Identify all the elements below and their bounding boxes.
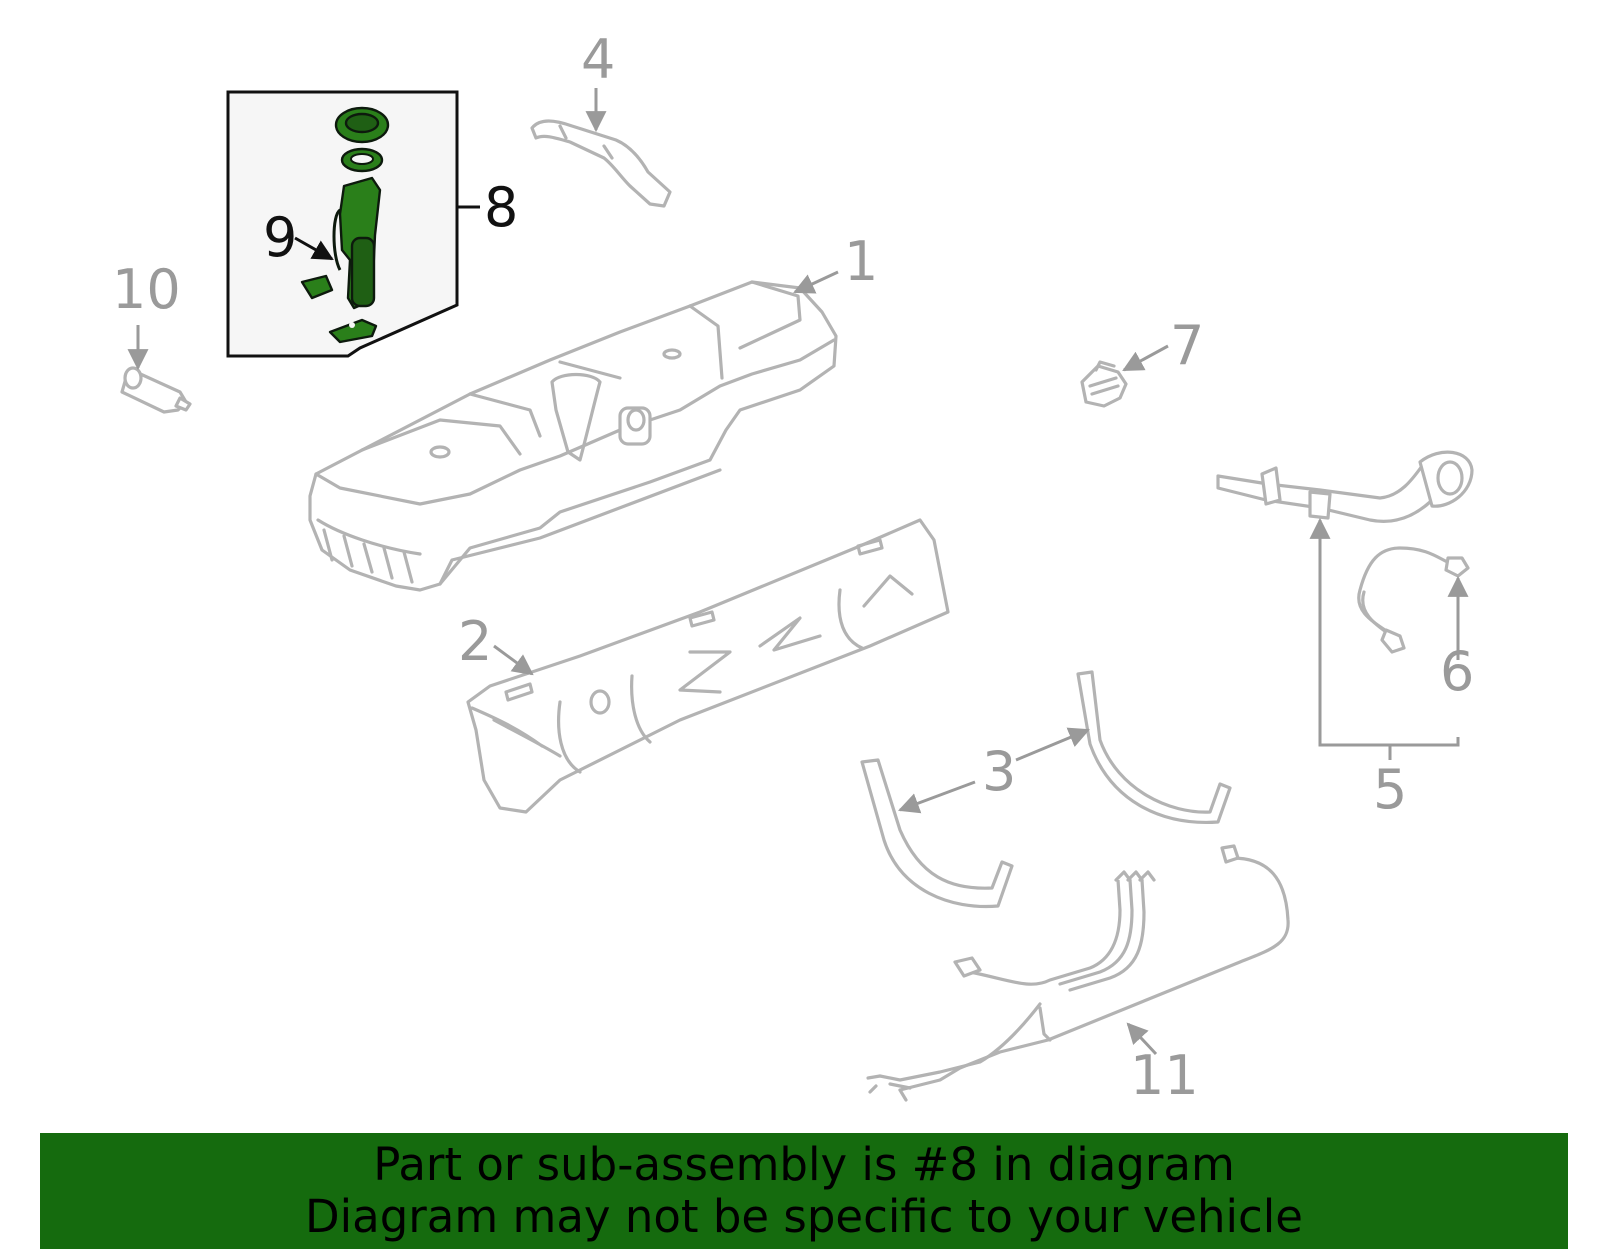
leader-7: [1122, 344, 1169, 372]
fuel-tank-strap-left[interactable]: [860, 758, 1014, 909]
callout-5[interactable]: 5: [1373, 758, 1407, 821]
callout-10[interactable]: 10: [112, 258, 181, 321]
leader-3a: [898, 780, 976, 814]
fuel-filter[interactable]: [120, 366, 192, 414]
vent-hose[interactable]: [1357, 546, 1470, 654]
callout-4[interactable]: 4: [581, 28, 615, 91]
leader-9: [294, 236, 334, 261]
callout-3[interactable]: 3: [982, 740, 1016, 803]
fuel-tank-strap-right[interactable]: [1076, 670, 1232, 824]
info-banner: Part or sub-assembly is #8 in diagram Di…: [40, 1133, 1568, 1249]
strainer: [328, 318, 378, 344]
leader-11: [1126, 1022, 1158, 1056]
fuel-pump-module-assembly[interactable]: [226, 90, 459, 358]
leader-2: [493, 644, 534, 676]
banner-line-1: Part or sub-assembly is #8 in diagram: [373, 1138, 1235, 1191]
leader-3b: [1015, 727, 1090, 762]
callout-11[interactable]: 11: [1130, 1044, 1199, 1107]
callout-6[interactable]: 6: [1440, 640, 1474, 703]
callout-7[interactable]: 7: [1170, 314, 1204, 377]
callout-8[interactable]: 8: [484, 176, 518, 239]
fuel-tank-bracket[interactable]: [530, 119, 672, 208]
float-arm: [300, 274, 334, 300]
banner-line-2: Diagram may not be specific to your vehi…: [305, 1190, 1303, 1243]
callout-9[interactable]: 9: [263, 206, 297, 269]
fuel-cap-plug[interactable]: [1080, 360, 1128, 408]
leader-1: [793, 270, 839, 294]
callout-1[interactable]: 1: [844, 230, 878, 293]
fuel-filler-pipe[interactable]: [1216, 450, 1474, 524]
fuel-tank[interactable]: [308, 280, 838, 592]
wiring-harness[interactable]: [866, 844, 1290, 1102]
callout-2[interactable]: 2: [458, 610, 492, 673]
fuel-tank-shield[interactable]: [466, 518, 950, 814]
